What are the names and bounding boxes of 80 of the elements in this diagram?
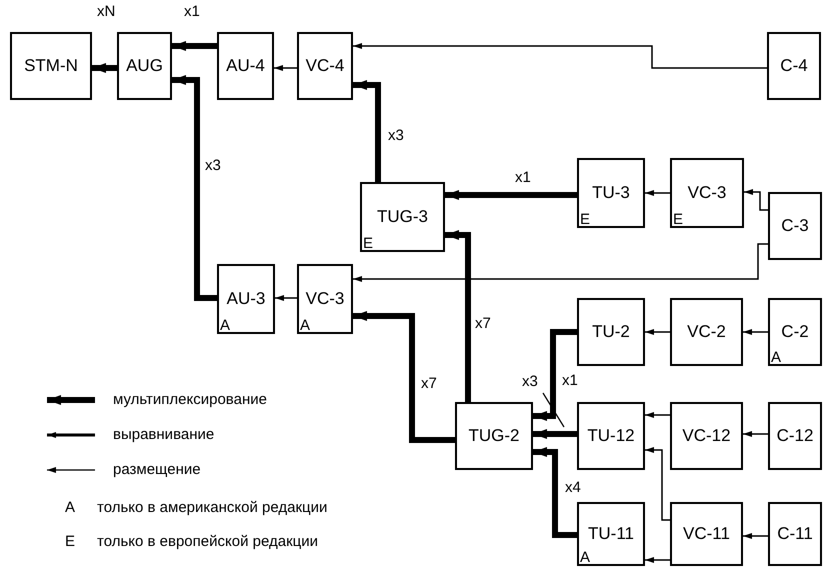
block-box — [217, 264, 275, 334]
block-label: C-4 — [779, 56, 809, 76]
block-label: C-3 — [780, 216, 810, 236]
arrow — [533, 329, 577, 421]
arrow — [743, 533, 768, 539]
arrow — [172, 75, 217, 301]
block-box — [577, 158, 645, 228]
block-label: VC-3 — [686, 183, 728, 203]
legend-text: размещение — [113, 461, 201, 478]
arrow — [645, 557, 670, 563]
arrow — [743, 431, 768, 437]
block-box — [768, 402, 822, 470]
edition-mark: E — [673, 212, 684, 227]
block-label: AUG — [125, 56, 164, 76]
block-label: TU-11 — [587, 524, 635, 544]
block-label: TU-12 — [586, 426, 636, 446]
edition-mark: E — [363, 236, 374, 251]
arrow — [353, 311, 455, 443]
block-label: STM-N — [23, 56, 79, 76]
block-box — [670, 298, 743, 366]
block-box — [455, 402, 533, 470]
arrow — [744, 189, 768, 211]
block-label: VC-11 — [682, 524, 731, 544]
block-box — [117, 32, 172, 100]
edition-mark: A — [220, 318, 230, 333]
arrow — [533, 429, 577, 439]
block-label: C-12 — [776, 426, 814, 446]
block-box — [360, 182, 445, 252]
block-label: VC-2 — [686, 322, 727, 342]
arrow — [172, 41, 217, 51]
block-box — [768, 502, 822, 566]
arrow — [353, 243, 768, 282]
arrow — [445, 230, 471, 402]
arrow — [274, 65, 297, 71]
arrow — [645, 329, 670, 335]
legend-text: выравнивание — [113, 426, 214, 443]
edition-mark: A — [580, 550, 590, 565]
block-label: VC-12 — [681, 426, 732, 446]
edition-mark: A — [771, 350, 782, 365]
block-label: TU-2 — [591, 322, 631, 342]
edition-mark: E — [580, 212, 590, 227]
block-box — [768, 298, 822, 366]
block-box — [217, 32, 274, 100]
legend-text: мультиплексирование — [113, 391, 267, 408]
block-box — [297, 264, 353, 334]
arrow — [533, 447, 577, 538]
block-box — [10, 32, 92, 100]
block-box — [297, 32, 353, 100]
block-box — [577, 402, 645, 470]
block-box — [577, 298, 645, 366]
arrow — [645, 447, 670, 521]
block-label: VC-3 — [304, 289, 346, 309]
block-label: TUG-3 — [376, 207, 429, 227]
arrow — [645, 190, 670, 196]
block-label: TU-3 — [591, 183, 631, 203]
block-label: TUG-2 — [468, 426, 520, 446]
block-box — [767, 32, 821, 100]
edition-key: E — [65, 533, 76, 550]
block-box — [670, 402, 743, 470]
block-box — [768, 192, 822, 260]
block-label: AU-4 — [225, 56, 266, 76]
note-text: только в американской редакции — [97, 499, 328, 516]
arrow — [645, 412, 670, 418]
arrow — [353, 43, 767, 69]
block-label: C-11 — [776, 524, 814, 544]
arrow — [353, 80, 381, 182]
block-box — [670, 502, 743, 566]
block-label: AU-3 — [226, 289, 266, 309]
block-label: C-2 — [780, 322, 810, 342]
multiplicity-label: x3 — [522, 373, 538, 390]
note-text: только в европейской редакции — [97, 533, 318, 550]
block-box — [577, 502, 645, 566]
arrow — [743, 329, 768, 335]
arrow — [92, 63, 117, 73]
block-label: VC-4 — [304, 56, 346, 76]
edition-mark: A — [300, 318, 310, 333]
edition-key: A — [65, 499, 76, 516]
arrow — [275, 295, 297, 301]
block-box — [670, 158, 744, 228]
arrow — [445, 190, 577, 200]
